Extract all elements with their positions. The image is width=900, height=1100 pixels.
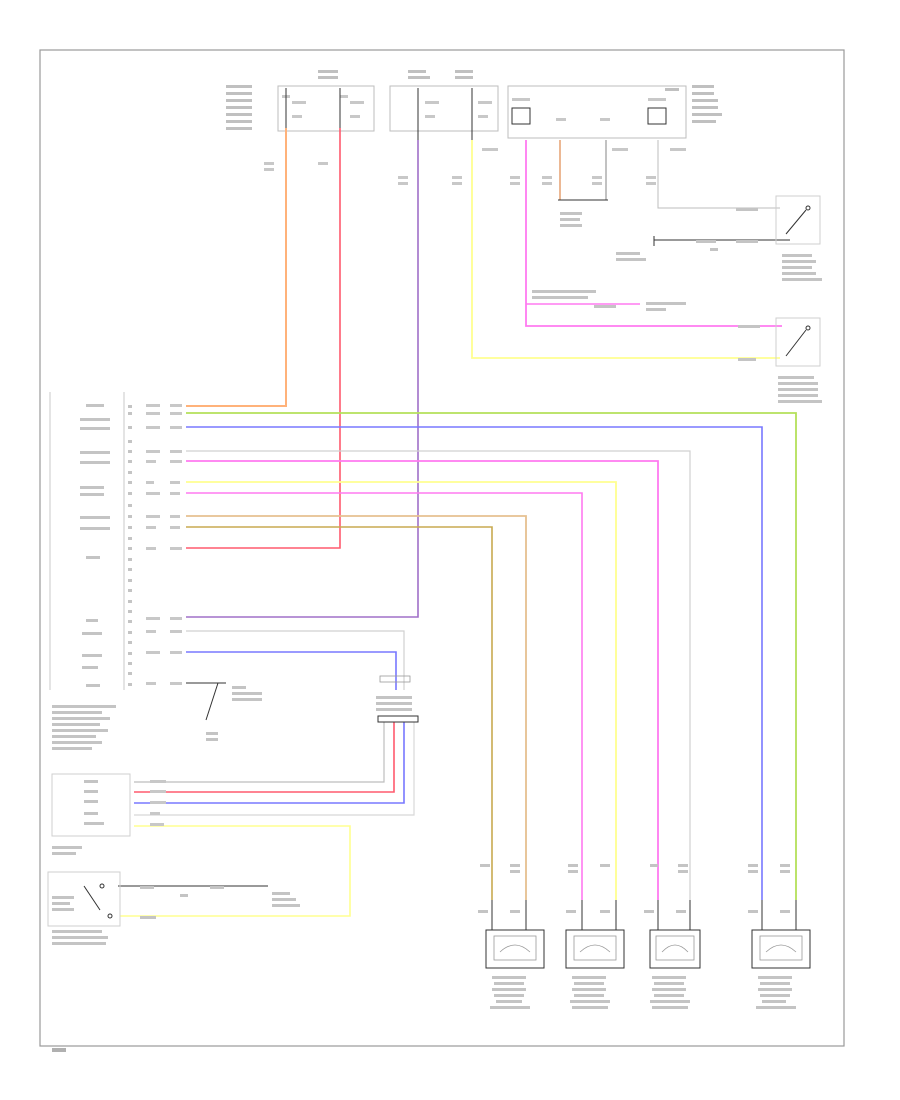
wire-purple-right: [186, 426, 763, 900]
connector-label-middle: [532, 212, 686, 311]
sensor-4: [748, 864, 811, 1009]
wire-blue-bus: [186, 651, 397, 690]
wire-gold-long: [186, 526, 493, 900]
battery-junction-label: [226, 85, 252, 130]
wire-labels-top: [264, 148, 686, 185]
wire-magenta-top: [525, 140, 782, 327]
wire-yellow-long: [186, 481, 617, 900]
switch-right-upper: [696, 195, 822, 281]
wire-lower-gray2: [134, 722, 415, 816]
wire-lower-gray: [134, 722, 385, 783]
wire-tan-long: [186, 515, 527, 900]
ground-point-right: [616, 236, 655, 261]
secondary-module: [51, 773, 166, 855]
footer-code-mark: [52, 1048, 66, 1052]
wire-lower-red: [134, 722, 395, 793]
wire-gray-long: [186, 450, 691, 900]
wire-green: [186, 412, 797, 900]
wire-yellow-top: [471, 140, 780, 359]
connector-block-lower: [376, 675, 419, 723]
fuse-box-middle: [389, 70, 499, 140]
control-module: [49, 392, 182, 750]
wire-lower-blue: [134, 722, 405, 804]
wire-red-top: [186, 128, 341, 549]
module-ground: [205, 682, 262, 741]
wire-lower-yellow: [120, 825, 351, 917]
wire-orange: [186, 128, 287, 407]
wire-magenta-a: [186, 460, 659, 900]
fuse-box-left: [277, 70, 375, 132]
switch-right-lower: [738, 317, 822, 403]
wire-magenta-b: [186, 492, 583, 900]
switch-bottom-left: [47, 871, 300, 945]
sensor-2: [565, 864, 625, 1009]
wire-gray-bus: [186, 630, 405, 690]
sensor-1: [478, 864, 545, 1009]
junction-box-right: [507, 85, 722, 139]
sensor-3: [644, 864, 701, 1009]
diagram-frame: [39, 49, 845, 1047]
wire-purple: [186, 140, 419, 618]
